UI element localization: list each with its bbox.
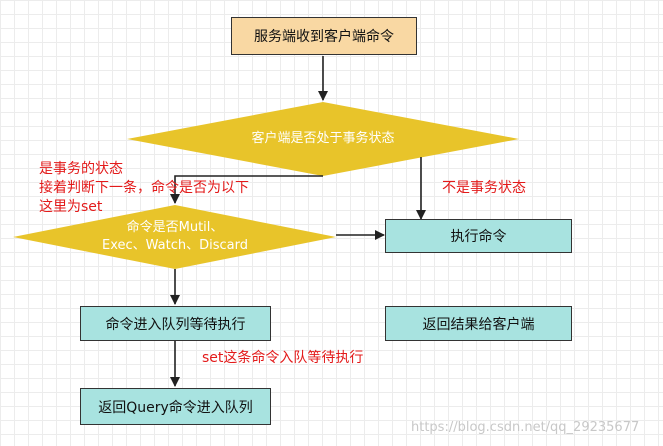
decision-transaction-label: 客户端是否处于事务状态 [251,131,395,146]
edge-transaction-to-command [170,175,323,204]
return-result-node: 返回结果给客户端 [385,306,572,341]
annotation-line-2: 接着判断下一条，命令是否为以下 [39,180,249,196]
start-node: 服务端收到客户端命令 [231,17,417,55]
decision-command-label: 命令是否Mutil、 Exec、Watch、Discard [60,218,290,256]
execute-command-node: 执行命令 [385,219,572,253]
decision-command-line-1: 命令是否Mutil、 [126,220,224,235]
annotation-line-1: 是事务的状态 [39,161,123,177]
decision-command-line-2: Exec、Watch、Discard [101,238,248,253]
watermark: https://blog.csdn.net/qq_29235677 [411,420,640,435]
annotation-not-transaction: 不是事务状态 [442,180,526,196]
enqueue-command-node: 命令进入队列等待执行 [80,306,271,341]
annotation-line-3: 这里为set [39,199,103,215]
annotation-set-enqueue: set这条命令入队等待执行 [202,350,364,366]
annotation-in-transaction: 是事务的状态 接着判断下一条，命令是否为以下 这里为set [39,160,249,217]
decision-command-diamond [13,205,336,269]
return-queued-node: 返回Query命令进入队列 [80,388,271,425]
